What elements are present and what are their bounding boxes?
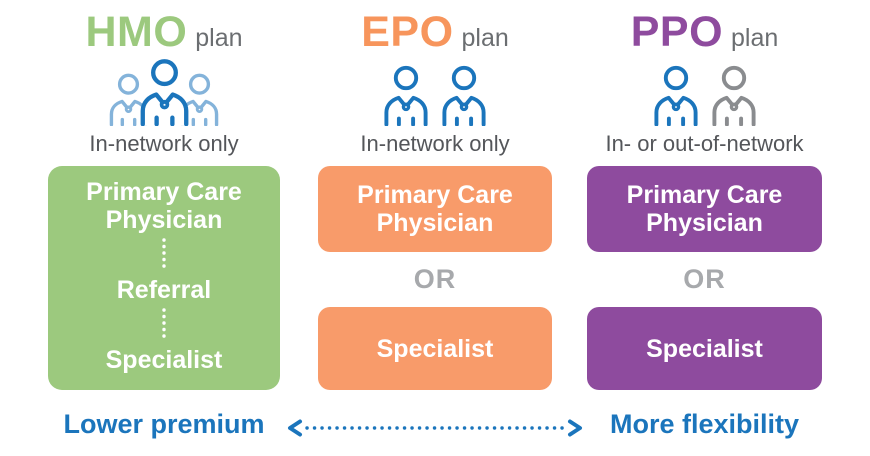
hmo-step-referral: Referral [116,276,212,304]
ppo-plan-word: plan [731,24,779,52]
dotted-connector [162,308,166,342]
ppo-network-label: In- or out-of-network [605,131,804,156]
hmo-network-label: In-network only [89,131,239,156]
epo-or-label: OR [413,264,457,294]
epo-primary-care-box: Primary Care Physician [318,166,552,252]
ppo-specialist-box: Specialist [587,307,822,390]
two-people-in-out-icon [653,56,757,126]
ppo-or-label: OR [683,264,726,294]
epo-plan-word: plan [461,24,509,52]
epo-column: EPO plan In-network only Primary Care Ph… [318,0,552,390]
hmo-title: HMO plan [85,10,242,54]
hmo-abbr: HMO [85,8,188,56]
ppo-column: PPO plan In- or out-of-network Primary C… [587,0,822,390]
hmo-column: HMO plan In-network only Primary Care Ph… [48,0,280,390]
epo-specialist-box: Specialist [318,307,552,390]
epo-network-label: In-network only [360,131,510,156]
ppo-primary-care-box: Primary Care Physician [587,166,822,252]
more-flexibility-label: More flexibility [609,409,800,439]
hmo-plan-word: plan [195,24,243,52]
premium-flexibility-arrow-icon [284,419,586,442]
two-people-icon [383,56,487,126]
three-people-icon [103,56,225,126]
dotted-connector [162,238,166,272]
hmo-step-specialist: Specialist [105,346,223,374]
epo-abbr: EPO [361,8,454,56]
hmo-step-primary-care: Primary Care Physician [86,178,242,234]
ppo-title: PPO plan [631,10,779,54]
hmo-flow-box: Primary Care Physician Referral Speciali… [48,166,280,390]
epo-title: EPO plan [361,10,509,54]
lower-premium-label: Lower premium [63,409,265,439]
ppo-abbr: PPO [630,8,724,56]
